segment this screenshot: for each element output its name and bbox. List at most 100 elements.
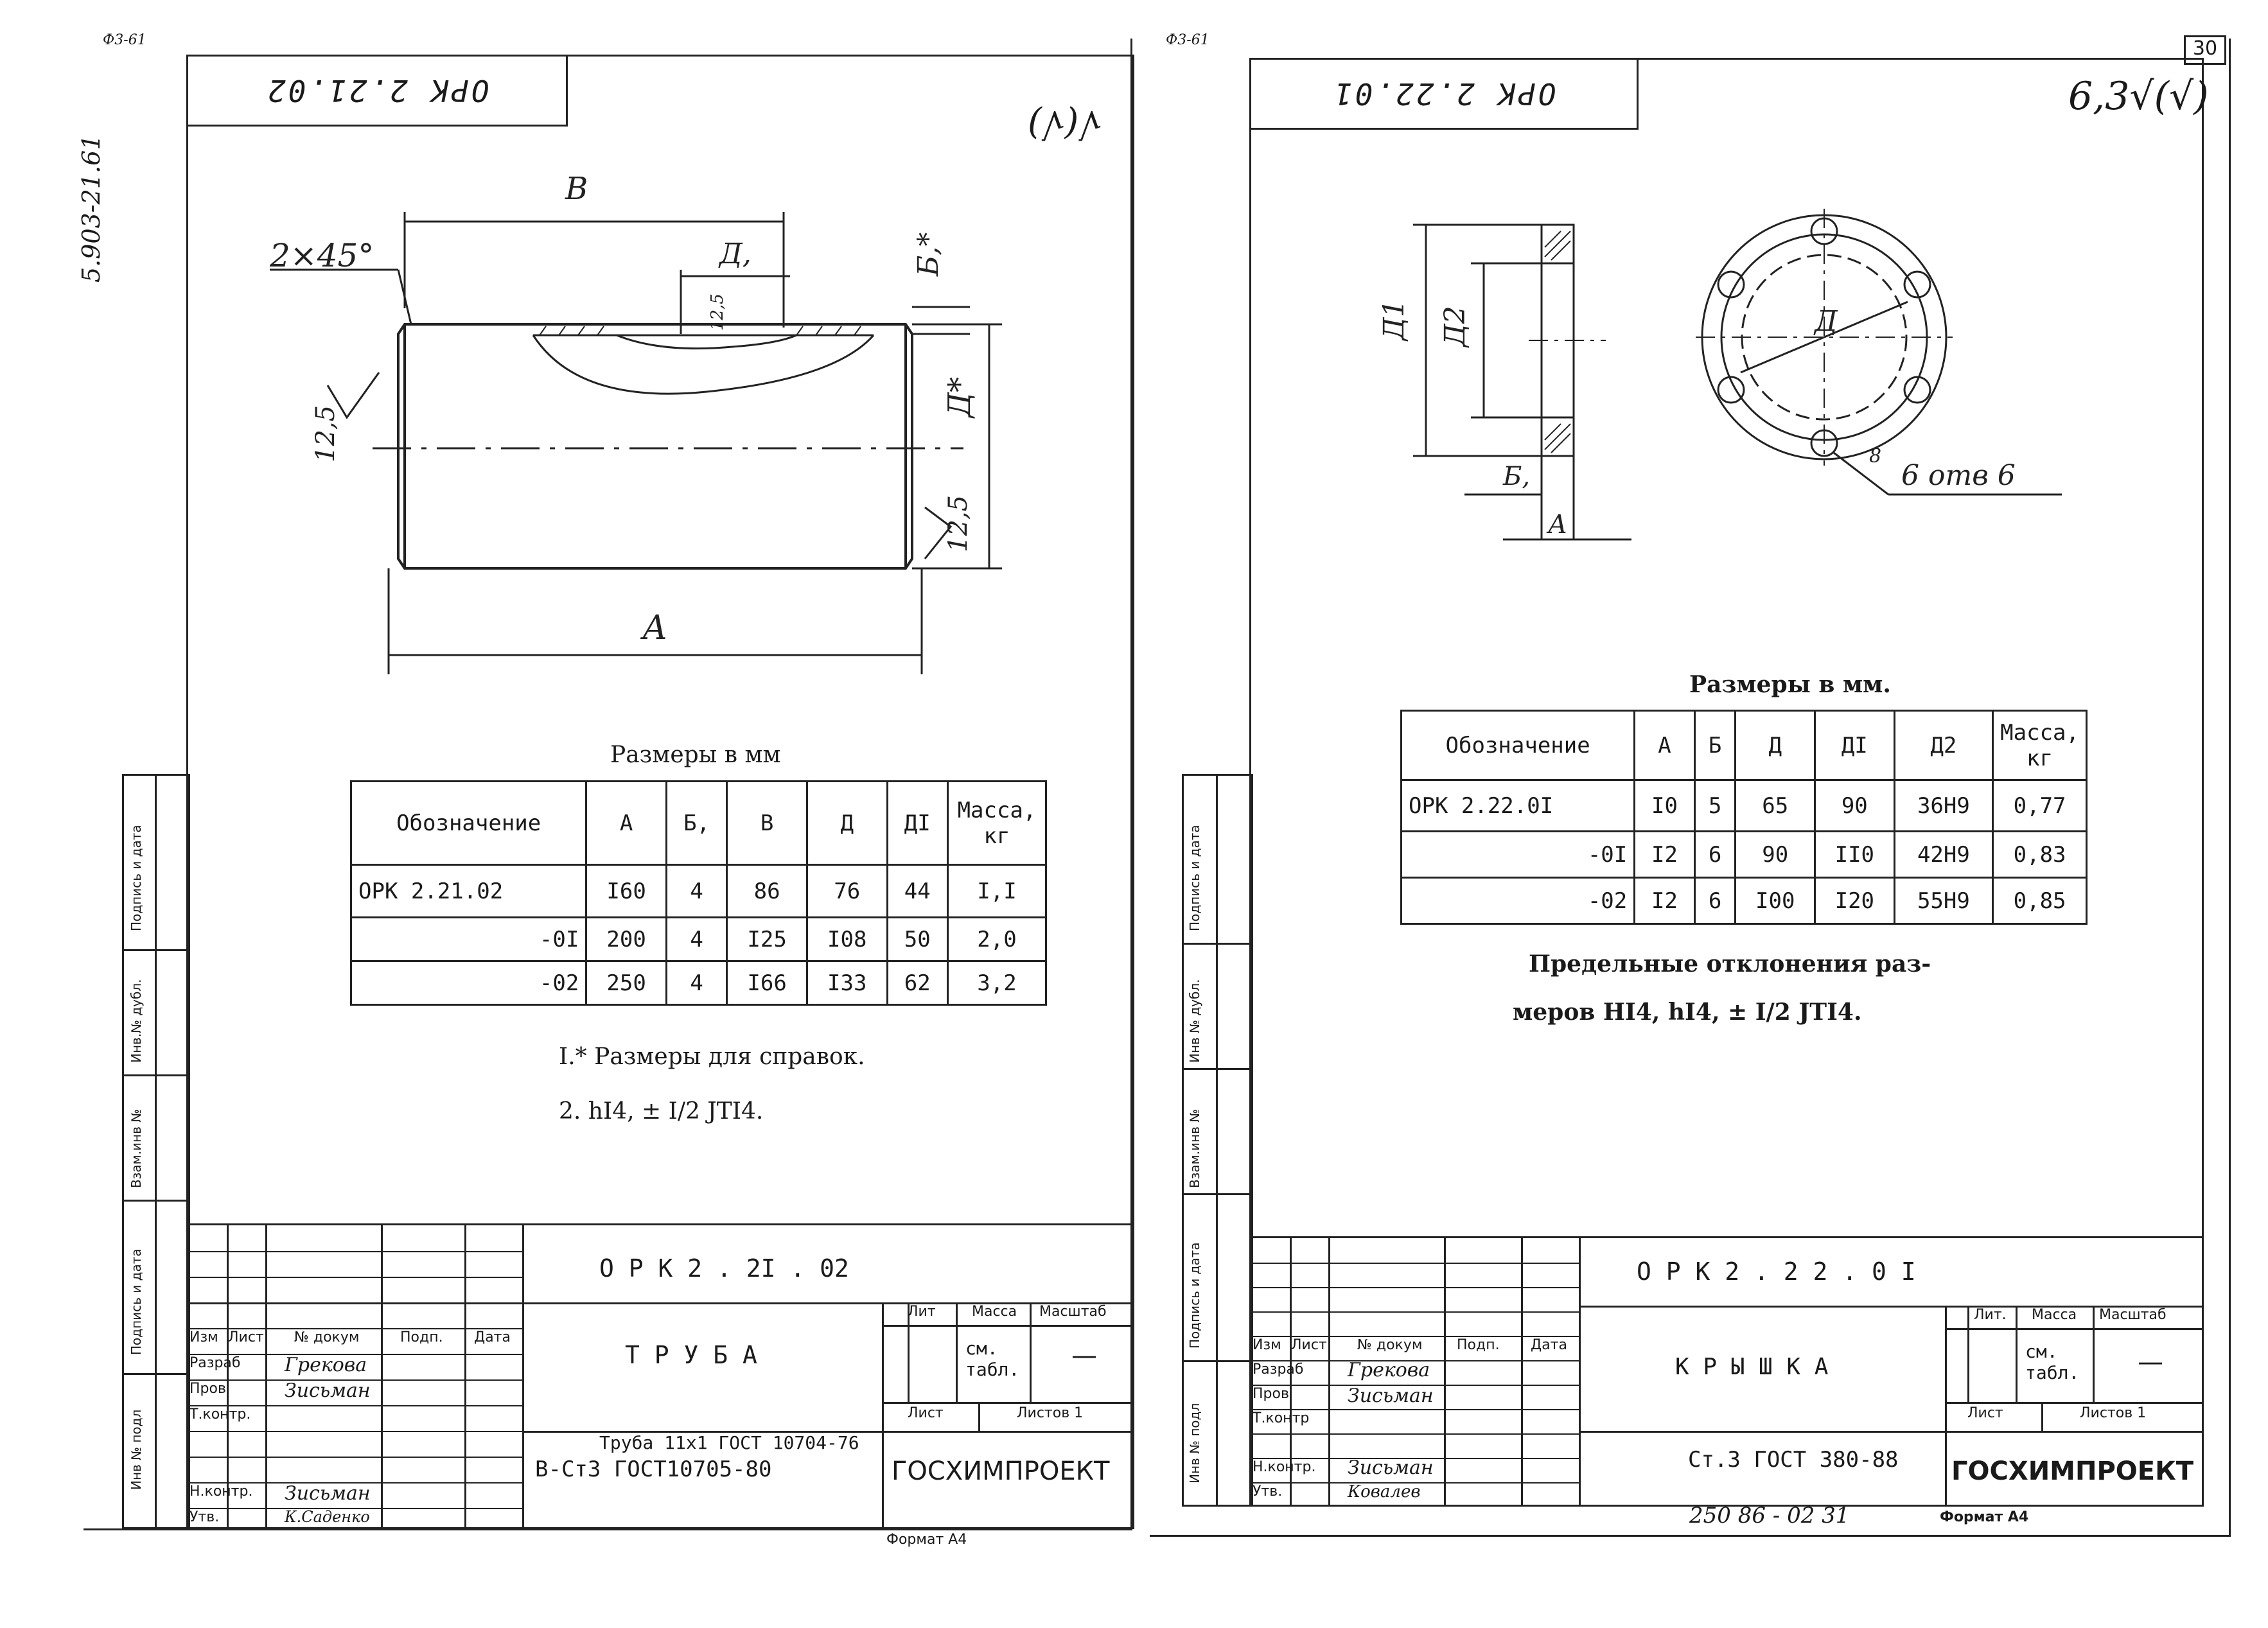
- left-tb-sheets: Листов 1: [1017, 1405, 1084, 1421]
- left-th-6: Масса, кг: [947, 780, 1047, 866]
- left-note-1: I.* Размеры для справок.: [559, 1044, 865, 1070]
- right-tb-scale: Масштаб: [2099, 1307, 2167, 1323]
- right-tb-lit: Лит.: [1974, 1307, 2007, 1323]
- right-tb-mass-val: см. табл.: [2025, 1341, 2080, 1383]
- left-tb-col-0: Изм: [189, 1329, 218, 1345]
- dim-B-label: В: [565, 171, 588, 207]
- right-dim-small: 8: [1869, 445, 1881, 468]
- right-tb-col-1: Лист: [1291, 1337, 1327, 1353]
- left-corner-mark: Ф3-61: [103, 32, 146, 48]
- right-tb-name-4: Зисьман: [1348, 1457, 1434, 1479]
- left-tb-col-2: № докум: [294, 1329, 360, 1345]
- left-tb-name-0: Грекова: [285, 1354, 367, 1376]
- left-tb-role-1: Пров: [189, 1381, 226, 1397]
- right-dim-D2: Д2: [1439, 306, 1472, 348]
- right-tb-role-5: Утв.: [1253, 1484, 1283, 1500]
- table-row: ОРК 2.21.02 I60 4 86 76 44 I,I: [349, 864, 1047, 918]
- left-tb-org: ГОСХИМПРОЕКТ: [892, 1457, 1110, 1486]
- right-th-6: Масса, кг: [1992, 710, 2088, 781]
- table-row: -0I I2 6 90 II0 42H9 0,83: [1400, 830, 2088, 879]
- left-tb-scale: Масштаб: [1039, 1304, 1107, 1320]
- right-tb-role-4: Н.контр.: [1253, 1459, 1316, 1475]
- left-tb-role-2: Т.контр.: [189, 1406, 251, 1422]
- table-row: -02 250 4 I66 I33 62 3,2: [349, 960, 1047, 1006]
- dim-chamfer-label: 2×45°: [269, 237, 374, 274]
- right-tb-mass: Масса: [2032, 1307, 2077, 1323]
- left-side-label-0: Подпись и дата: [128, 825, 144, 931]
- right-tb-col-2: № докум: [1357, 1337, 1423, 1353]
- right-tb-org: ГОСХИМПРОЕКТ: [1951, 1457, 2194, 1486]
- left-stamp-code: ОРК 2.21.02: [265, 73, 489, 108]
- right-side-label-2: Взам.инв №: [1187, 1108, 1202, 1188]
- pipe-cutout: [532, 334, 875, 395]
- table-row: -02 I2 6 I00 I20 55H9 0,85: [1400, 877, 2088, 925]
- left-tb-role-4: Н.контр.: [189, 1484, 253, 1500]
- left-th-0: Обозначение: [349, 780, 588, 866]
- left-sheet-border: [84, 39, 1132, 1530]
- right-dim-B1: Б,: [1502, 462, 1530, 491]
- left-pipe-drawing: В 2×45° Д, 12,5 Б,* Д* А 12,5 12,5: [269, 171, 1002, 674]
- left-side-label-2: Взам.инв №: [128, 1108, 144, 1188]
- left-note-2: 2. hI4, ± I/2 JTI4.: [559, 1098, 764, 1125]
- left-tb-role-0: Разраб: [189, 1355, 241, 1371]
- right-tb-name: К Р Ы Ш К А: [1675, 1354, 1829, 1380]
- right-th-2: Б: [1693, 710, 1737, 781]
- roughness-left: 12,5: [311, 405, 340, 462]
- right-side-label-0: Подпись и дата: [1187, 825, 1202, 931]
- left-tb-sheet: Лист: [908, 1405, 944, 1421]
- right-roughness-mark: 6,3√(√): [2068, 74, 2209, 119]
- right-tb-scale-val: —: [2138, 1347, 2163, 1377]
- right-th-5: Д2: [1893, 710, 1994, 781]
- right-note-1: Предельные отклонения раз-: [1529, 950, 1931, 977]
- left-tb-material-1: Труба 11х1 ГОСТ 10704-76: [599, 1432, 859, 1453]
- right-side-label-3: Подпись и дата: [1187, 1242, 1202, 1349]
- left-th-4: Д: [805, 780, 888, 866]
- dim-D1-label: Д,: [718, 238, 752, 270]
- right-th-4: ДI: [1814, 710, 1895, 781]
- right-title-block: О Р К 2 . 2 2 . 0 I К Р Ы Ш К А Ст.3 ГОС…: [1249, 1236, 2204, 1507]
- left-format: Формат А4: [886, 1532, 967, 1548]
- right-tb-name-1: Зисьман: [1348, 1385, 1434, 1407]
- right-spec-table: Обозначение А Б Д ДI Д2 Масса, кг ОРК 2.…: [1400, 710, 2088, 925]
- dim-B: [403, 212, 785, 328]
- roughness-right: 12,5: [944, 495, 973, 552]
- left-tb-name-5: К.Саденко: [285, 1508, 370, 1526]
- left-th-3: В: [726, 780, 808, 866]
- left-tb-name: Т Р У Б А: [625, 1341, 757, 1369]
- right-dim-holes: 6 отв 6: [1901, 459, 2016, 492]
- dim-B1-label: Б,*: [912, 232, 945, 277]
- left-side-strip: [122, 774, 190, 1529]
- left-tb-mass: Масса: [972, 1304, 1017, 1320]
- left-tb-lit: Лит: [908, 1304, 936, 1320]
- left-side-label-1: Инв.№ дубл.: [128, 979, 144, 1063]
- right-side-label-1: Инв № дубл.: [1187, 979, 1202, 1063]
- right-format: Формат А4: [1940, 1509, 2029, 1525]
- right-tb-code: О Р К 2 . 2 2 . 0 I: [1637, 1257, 1916, 1286]
- right-cover-drawing: Д1 Д2 Б, А Д 6 отв 6 8: [1378, 209, 2062, 541]
- right-table-caption: Размеры в мм.: [1689, 671, 1891, 698]
- right-tb-role-2: Т.контр: [1253, 1410, 1310, 1426]
- right-dim-A: А: [1546, 510, 1567, 539]
- hatching: [539, 326, 861, 336]
- left-tb-name-4: Зисьман: [285, 1482, 371, 1505]
- left-side-label-3: Подпись и дата: [128, 1248, 144, 1355]
- left-tb-role-5: Утв.: [189, 1509, 220, 1525]
- right-dim-D: Д: [1813, 305, 1838, 338]
- right-note-2: меров HI4, hI4, ± I/2 JTI4.: [1513, 999, 1862, 1026]
- right-tb-sheet: Лист: [1967, 1405, 2003, 1421]
- left-side-label-4: Инв № подл: [128, 1409, 144, 1490]
- right-th-3: Д: [1734, 710, 1816, 781]
- right-tb-col-0: Изм: [1253, 1337, 1281, 1353]
- right-side-strip: [1182, 774, 1253, 1507]
- left-table-caption: Размеры в мм: [610, 742, 781, 768]
- right-tb-name-5: Ковалев: [1348, 1482, 1421, 1501]
- left-title-block: О Р К 2 . 2I . 02 Т Р У Б А Труба 11х1 Г…: [186, 1223, 1134, 1529]
- right-stamp-code: ОРК 2.22.01: [1332, 76, 1556, 111]
- right-tb-name-0: Грекова: [1348, 1359, 1430, 1381]
- svg-text:12,5: 12,5: [708, 293, 727, 331]
- right-tb-sheets: Листов 1: [2080, 1405, 2147, 1421]
- right-footer-code: 250 86 - 02 31: [1689, 1503, 1850, 1528]
- left-roughness-mark: √(√): [1028, 103, 1102, 144]
- right-tb-material: Ст.3 ГОСТ 380-88: [1688, 1447, 1899, 1473]
- right-tb-col-3: Подп.: [1457, 1337, 1500, 1353]
